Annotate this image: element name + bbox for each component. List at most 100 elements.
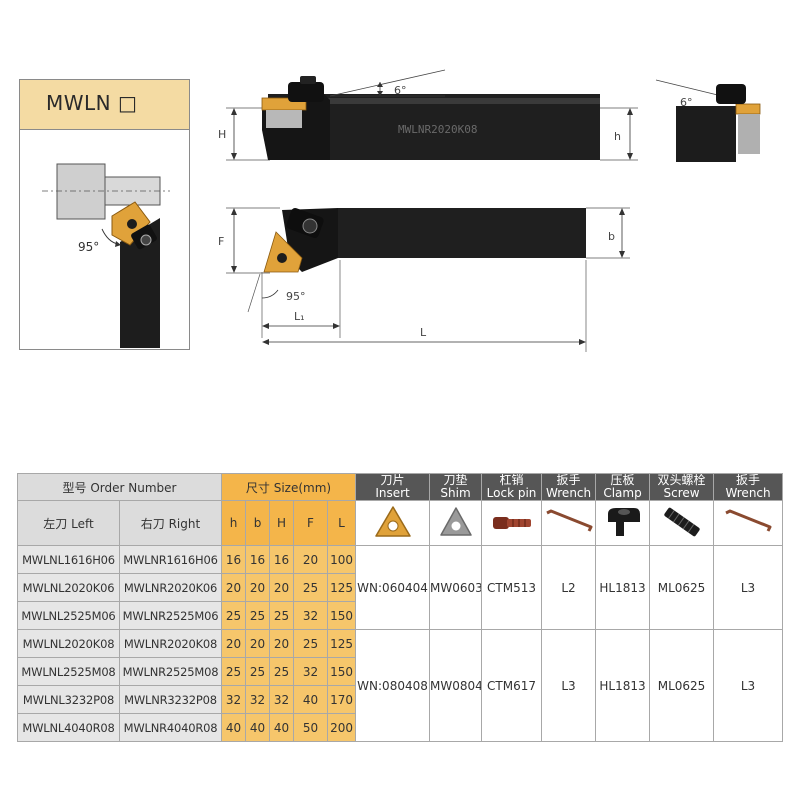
workpiece-left: [56, 163, 106, 220]
cell-h: 20: [221, 573, 246, 602]
table-row: MWLNL2525M06 MWLNR2525M06 25 25 25 32 15…: [17, 601, 783, 630]
label-H: H: [218, 128, 226, 141]
cell-L: 200: [326, 713, 357, 742]
subheader-left: 左刀 Left: [17, 500, 120, 546]
cell-right: MWLNR2525M08: [119, 657, 222, 686]
top-insert-hole: [277, 253, 287, 263]
cell-screw: ML0625: [649, 545, 715, 630]
label-b: b: [608, 230, 615, 243]
lockpin-icon: [492, 516, 531, 529]
insert-small-hole: [127, 219, 137, 229]
side-clamp: [288, 82, 324, 102]
cell-lockpin: CTM617: [481, 629, 543, 742]
table-row: MWLNL2525M08 MWLNR2525M08 25 25 25 32 15…: [17, 657, 783, 686]
angle-ref-diagonal: [247, 273, 261, 313]
top-clamp-screw: [302, 218, 318, 234]
incline-line: [329, 69, 446, 97]
model-schematic: 95°: [42, 163, 170, 348]
cell-left: MWLNL3232P08: [17, 685, 120, 714]
model-angle: 95°: [78, 240, 99, 254]
cell-insert: WN:060404: [355, 545, 431, 630]
header-order: 型号 Order Number: [17, 473, 222, 501]
cell-F: 50: [293, 713, 328, 742]
shim-icon: [439, 506, 472, 536]
cell-lockpin: CTM513: [481, 545, 543, 630]
cell-shim: MW0603: [429, 545, 483, 630]
clamp-image-cell: [595, 500, 651, 546]
cell-h: 20: [221, 629, 246, 658]
label-L: L: [420, 326, 427, 339]
cell-right: MWLNR1616H06: [119, 545, 222, 574]
insert-image-cell: [355, 500, 431, 546]
cell-clamp: HL1813: [595, 545, 651, 630]
cell-b: 20: [245, 573, 270, 602]
cell-h: 25: [221, 601, 246, 630]
technical-drawing: H MWLNR2020K08 6° h 6° F b: [218, 69, 761, 352]
cell-F: 25: [293, 573, 328, 602]
shank-marking: MWLNR2020K08: [398, 123, 477, 136]
cell-b: 16: [245, 545, 270, 574]
cell-H: 25: [269, 657, 294, 686]
cell-h: 32: [221, 685, 246, 714]
cell-left: MWLNL2020K08: [17, 629, 120, 658]
shim-image-cell: [429, 500, 483, 546]
cell-h: 40: [221, 713, 246, 742]
cell-b: 25: [245, 601, 270, 630]
model-title-band: MWLN □: [20, 80, 189, 130]
cell-F: 25: [293, 629, 328, 658]
cell-screw: ML0625: [649, 629, 715, 742]
cell-F: 20: [293, 545, 328, 574]
cell-clamp: HL1813: [595, 629, 651, 742]
cell-right: MWLNR2525M06: [119, 601, 222, 630]
subheader-b: b: [245, 500, 270, 546]
cell-wrench-1: L2: [541, 545, 597, 630]
cell-F: 40: [293, 685, 328, 714]
subheader-H: H: [269, 500, 294, 546]
cell-left: MWLNL2525M06: [17, 601, 120, 630]
cell-h: 25: [221, 657, 246, 686]
subheader-h: h: [221, 500, 246, 546]
lockpin-image-cell: [481, 500, 543, 546]
side-shank-highlight: [268, 98, 600, 104]
cell-L: 170: [326, 685, 357, 714]
label-angle-top: 95°: [286, 290, 306, 303]
cell-wrench-2: L3: [713, 545, 784, 630]
cell-right: MWLNR3232P08: [119, 685, 222, 714]
end-insert: [735, 103, 761, 115]
wrench-2-image-cell: [713, 500, 784, 546]
cell-F: 32: [293, 601, 328, 630]
table-row: MWLNL3232P08 MWLNR3232P08 32 32 32 40 17…: [17, 685, 783, 714]
label-L1: L₁: [294, 310, 305, 323]
cell-left: MWLNL2525M08: [17, 657, 120, 686]
end-clamp: [716, 84, 746, 104]
cell-L: 100: [326, 545, 357, 574]
side-clamp-screw: [300, 76, 316, 84]
side-shim: [266, 110, 302, 128]
cell-left: MWLNL1616H06: [17, 545, 120, 574]
cell-insert: WN:080408: [355, 629, 431, 742]
cell-right: MWLNR2020K08: [119, 629, 222, 658]
end-shim: [738, 114, 760, 154]
model-box: MWLN □ 95°: [19, 79, 190, 350]
cell-right: MWLNR4040R08: [119, 713, 222, 742]
clamp-small-screw: [140, 234, 152, 246]
cell-H: 20: [269, 629, 294, 658]
header-size: 尺寸 Size(mm): [220, 473, 357, 501]
label-angle-end: 6°: [680, 96, 693, 109]
subheader-right: 右刀 Right: [119, 500, 222, 546]
insert-icon: [374, 505, 411, 537]
subheader-F: F: [293, 500, 328, 546]
model-title: MWLN □: [46, 91, 138, 115]
end-body: [676, 106, 736, 162]
cell-H: 25: [269, 601, 294, 630]
cell-h: 16: [221, 545, 246, 574]
top-insert: [263, 231, 303, 273]
cell-L: 150: [326, 657, 357, 686]
cell-H: 32: [269, 685, 294, 714]
